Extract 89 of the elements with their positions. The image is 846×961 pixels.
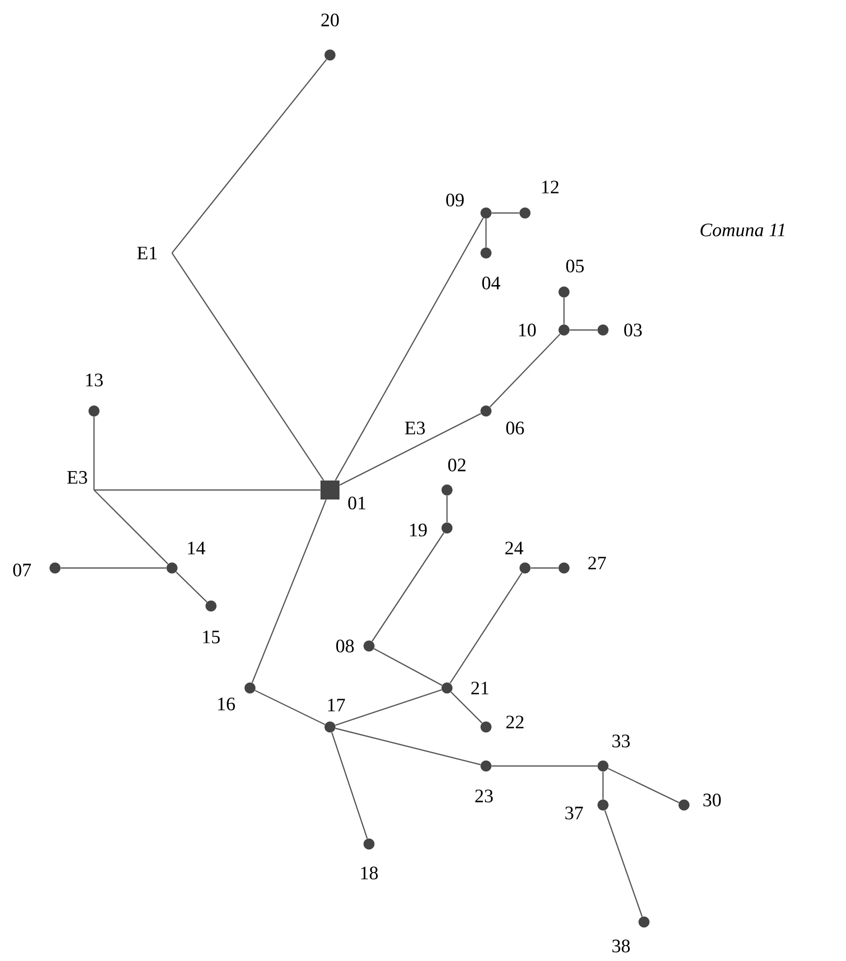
line — [563, 298, 565, 324]
line — [252, 499, 327, 683]
line — [172, 59, 327, 254]
node-label: 33 — [612, 734, 630, 748]
line — [94, 489, 320, 491]
dot — [50, 562, 60, 574]
junction-label: E3 — [67, 471, 88, 484]
line — [339, 413, 482, 486]
dot — [206, 600, 216, 612]
dot — [558, 324, 570, 336]
node-label: 24 — [505, 542, 524, 554]
line — [176, 572, 208, 602]
dot — [558, 286, 570, 298]
node-label: 09 — [446, 194, 464, 206]
node-label: 22 — [506, 716, 524, 728]
dot — [480, 406, 492, 416]
dot — [558, 562, 570, 574]
dot — [324, 50, 336, 60]
dot — [88, 406, 100, 416]
node-label: 19 — [410, 524, 427, 536]
node-label: 30 — [703, 794, 721, 806]
node-label: 38 — [612, 940, 630, 952]
line — [335, 728, 481, 766]
node-label: 21 — [471, 682, 488, 694]
dot — [520, 208, 530, 218]
line — [570, 329, 598, 331]
edge-label: E3 — [403, 420, 427, 436]
node-label: 14 — [188, 542, 206, 554]
node-label: 15 — [203, 630, 220, 644]
node-label: 04 — [482, 276, 500, 290]
node-label: 06 — [506, 422, 524, 434]
node-label: 05 — [566, 260, 584, 272]
dot — [480, 722, 492, 732]
dot — [678, 800, 690, 810]
dot — [442, 682, 452, 694]
dot — [364, 838, 374, 850]
line — [335, 689, 442, 726]
line — [254, 690, 326, 726]
node-label: 12 — [542, 180, 558, 194]
line — [94, 490, 168, 564]
dot — [244, 682, 256, 694]
line — [60, 567, 166, 569]
line — [608, 768, 680, 804]
node-label: 02 — [448, 458, 466, 472]
dot — [480, 208, 492, 218]
node-label: 20 — [321, 14, 339, 26]
dot — [598, 324, 608, 336]
line — [446, 496, 448, 522]
area-label: Comuna 11 — [700, 224, 784, 236]
node-label: 27 — [588, 556, 606, 570]
line — [450, 692, 482, 724]
dot — [442, 522, 452, 534]
line — [492, 212, 520, 214]
dot — [324, 722, 336, 732]
line — [485, 218, 487, 248]
dot — [166, 562, 178, 574]
line — [372, 532, 444, 642]
square-marker — [320, 480, 340, 500]
node-label: 01 — [348, 496, 366, 510]
node-label: 18 — [361, 866, 378, 880]
dot — [480, 760, 492, 772]
line — [93, 416, 95, 490]
dot — [598, 760, 608, 772]
dot — [638, 916, 650, 928]
dot — [442, 484, 452, 496]
node-label: 17 — [328, 698, 345, 712]
line — [450, 572, 522, 684]
line — [334, 218, 484, 481]
dot — [520, 562, 530, 574]
node-label: 07 — [13, 564, 31, 576]
node-label: 03 — [624, 324, 642, 336]
node-label: 08 — [336, 640, 354, 652]
line — [604, 810, 643, 917]
line — [331, 732, 368, 839]
dot — [364, 640, 374, 652]
node-label: 16 — [218, 698, 235, 710]
line — [490, 334, 560, 408]
junction-label: E1 — [137, 246, 157, 260]
node-label: 23 — [475, 790, 493, 802]
node-label: 37 — [565, 806, 583, 820]
line — [602, 772, 604, 800]
dot — [598, 800, 608, 810]
dot — [480, 248, 492, 258]
line — [492, 765, 598, 767]
node-label: 10 — [519, 324, 536, 336]
line — [374, 648, 442, 686]
node-label: 13 — [86, 374, 103, 386]
line — [530, 567, 558, 569]
line — [172, 252, 324, 481]
